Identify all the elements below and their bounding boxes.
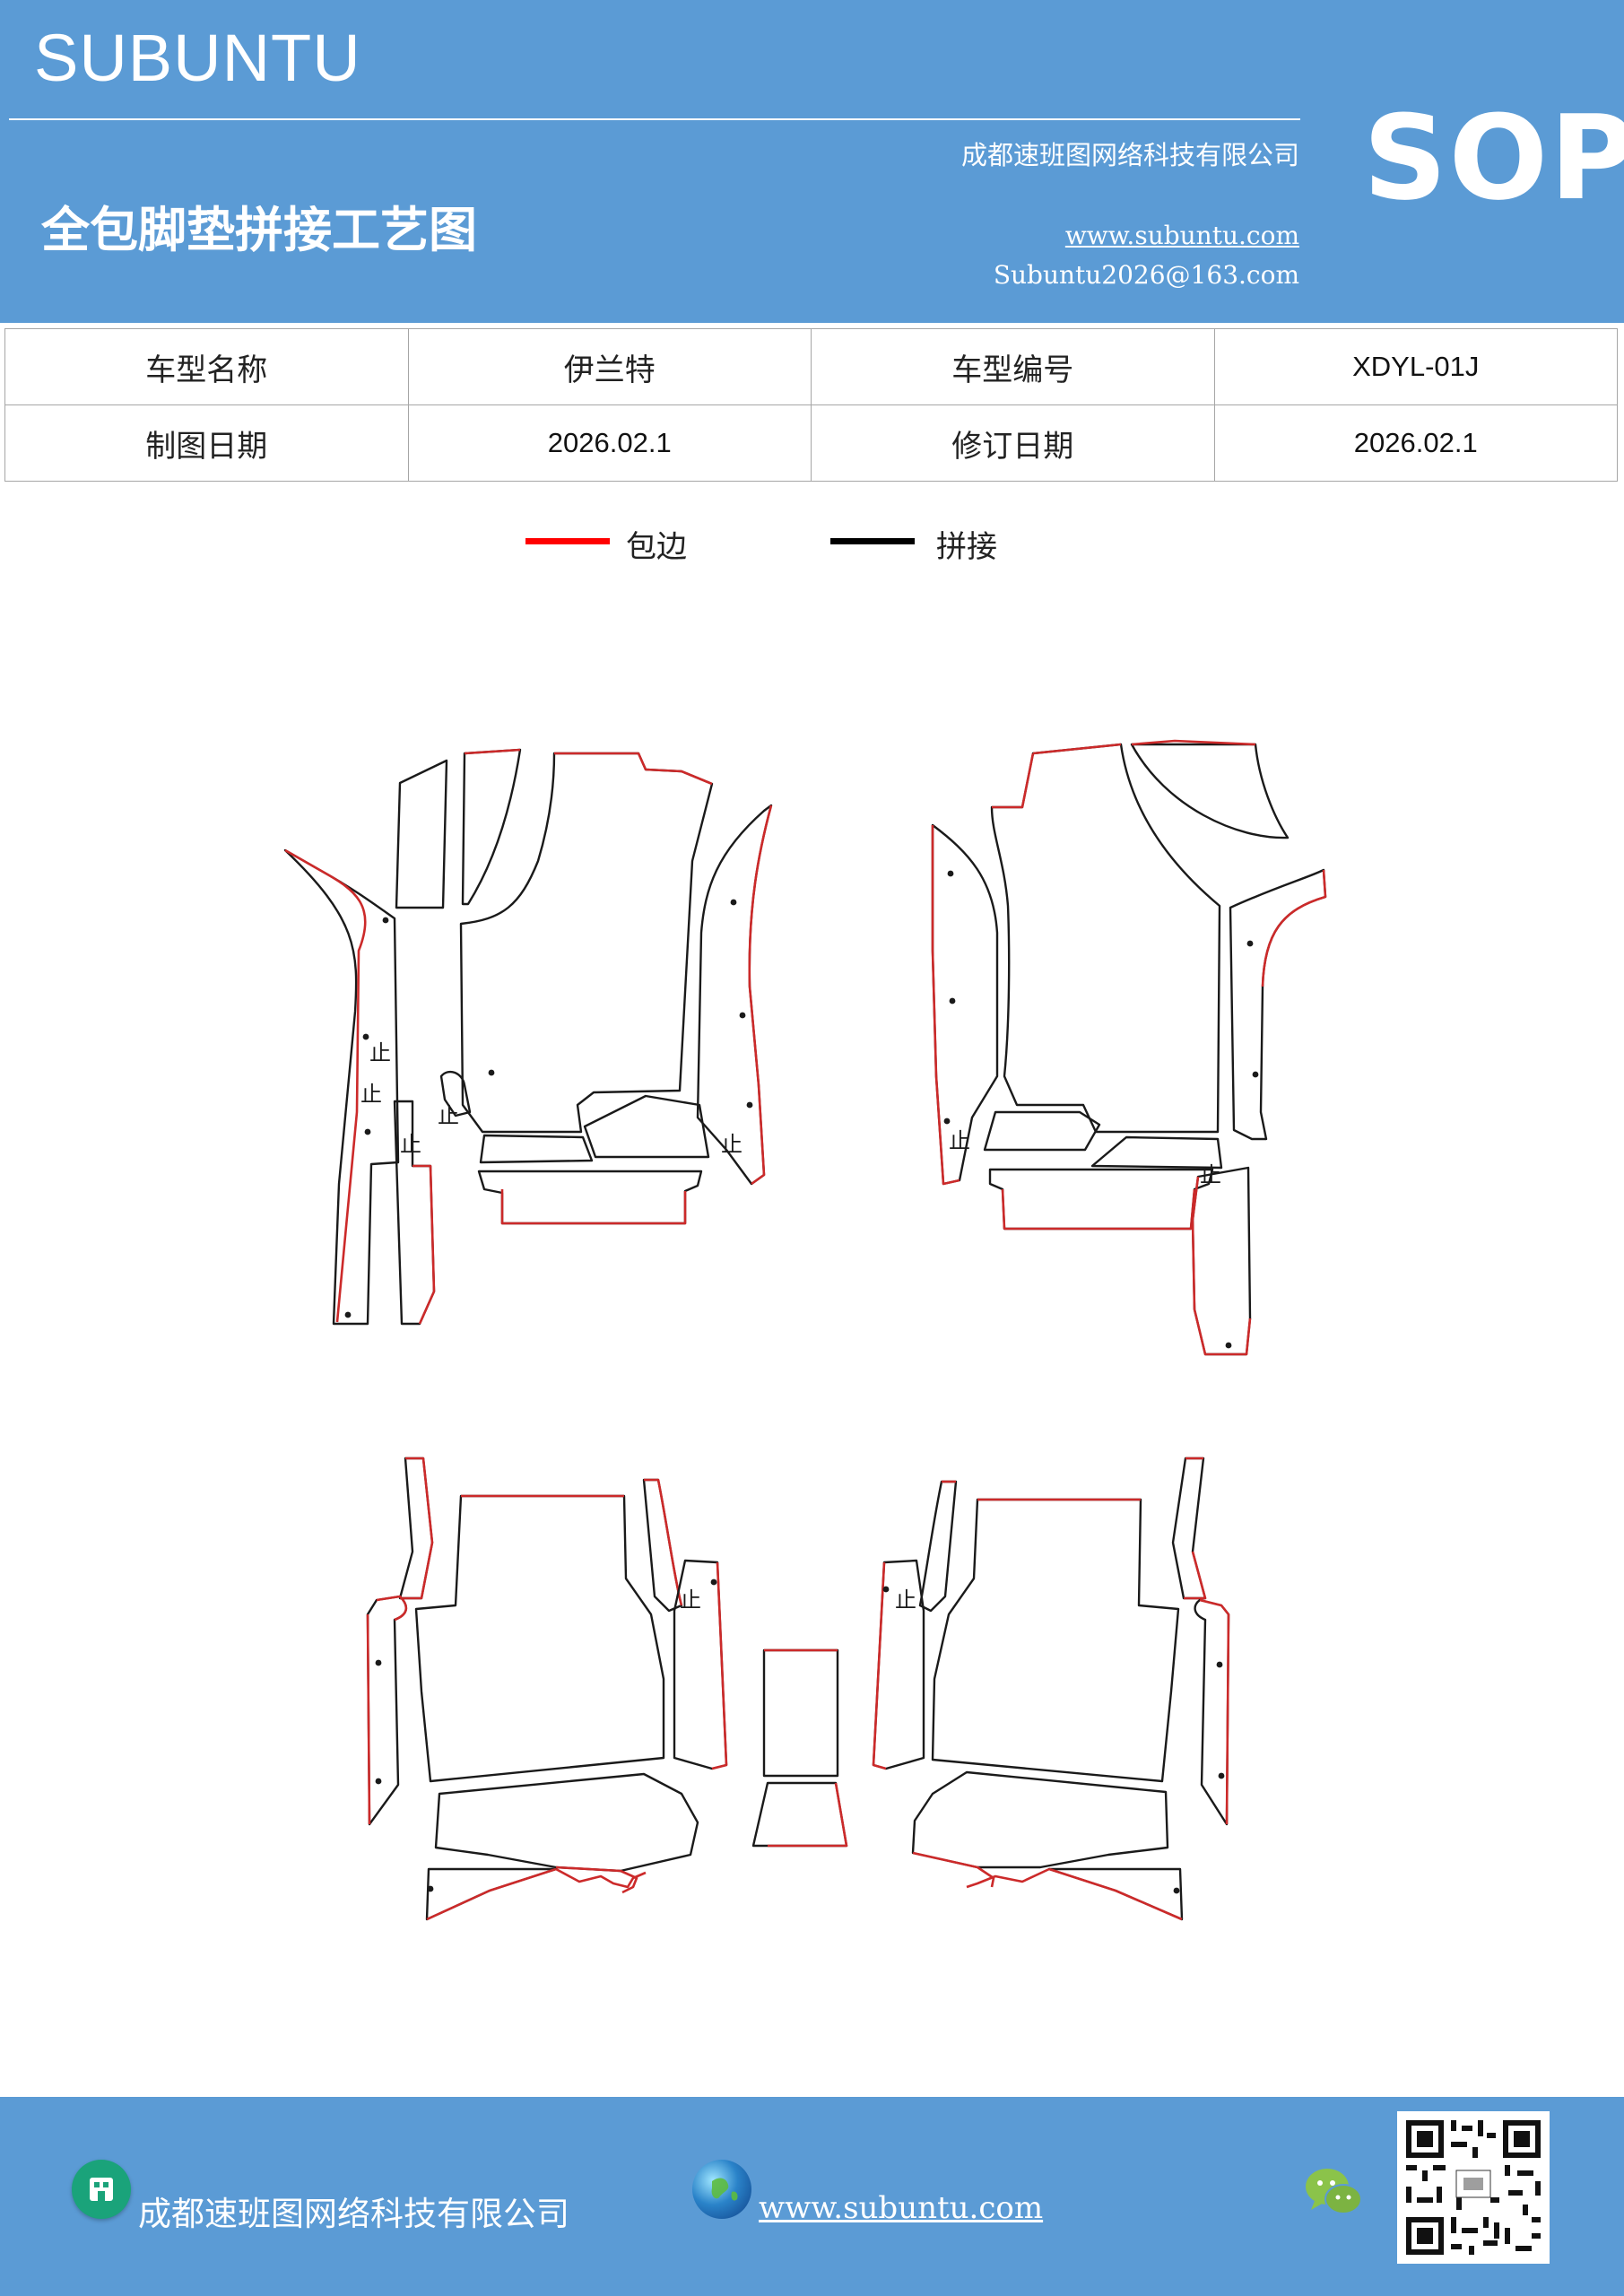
mounting-hole (362, 1033, 369, 1040)
mounting-hole (1246, 940, 1254, 947)
legend-seam-swatch (830, 538, 915, 544)
sop-badge: SOP (1363, 90, 1624, 226)
header-divider (9, 118, 1300, 120)
pattern-piece (1090, 1135, 1223, 1170)
pattern-piece (751, 1781, 848, 1848)
qr-code[interactable] (1397, 2111, 1550, 2264)
stop-mark: 止 (895, 1587, 916, 1613)
model-name-label: 车型名称 (4, 328, 409, 405)
stop-mark: 止 (949, 1128, 970, 1153)
pattern-piece (1191, 1166, 1252, 1356)
table-row: 车型名称 伊兰特 车型编号 XDYL-01J (4, 328, 1618, 405)
pattern-piece (434, 1772, 699, 1873)
pattern-piece (931, 1498, 1180, 1783)
pattern-piece (477, 1170, 703, 1225)
mounting-hole (943, 1118, 951, 1125)
pattern-piece (1130, 743, 1290, 839)
pattern-piece (414, 1494, 665, 1783)
mounting-hole (739, 1012, 746, 1019)
mounting-hole (382, 917, 389, 924)
mounting-hole (949, 997, 956, 1004)
brand-name: SUBUNTU (34, 21, 361, 95)
header-banner: SUBUNTU 成都速班图网络科技有限公司 全包脚垫拼接工艺图 www.subu… (0, 0, 1624, 323)
model-code-value: XDYL-01J (1213, 328, 1618, 405)
document-title: 全包脚垫拼接工艺图 (41, 201, 477, 258)
legend: 包边 拼接 (0, 520, 1624, 583)
mounting-hole (488, 1069, 495, 1076)
pattern-piece (990, 743, 1221, 1134)
legend-hem-label: 包边 (626, 529, 687, 565)
stop-mark: 止 (721, 1132, 743, 1157)
website-link[interactable]: www.subuntu.com (1064, 221, 1299, 250)
stop-mark: 止 (360, 1082, 382, 1107)
legend-seam-label: 拼接 (936, 529, 997, 565)
vehicle-info-table: 车型名称 伊兰特 车型编号 XDYL-01J 制图日期 2026.02.1 修订… (4, 328, 1618, 482)
pattern-piece (1194, 1598, 1230, 1826)
pattern-piece (395, 759, 448, 909)
mounting-hole (375, 1659, 382, 1666)
legend-hem-swatch (525, 538, 610, 544)
pattern-piece (398, 1457, 434, 1600)
mounting-hole (375, 1778, 382, 1785)
pattern-piece (988, 1168, 1214, 1231)
revise-date-label: 修订日期 (811, 404, 1215, 482)
model-name-value: 伊兰特 (407, 328, 812, 405)
pattern-piece (439, 1070, 472, 1118)
draw-date-value: 2026.02.1 (407, 404, 812, 482)
pattern-piece (366, 1595, 407, 1826)
pattern-piece (918, 1480, 958, 1613)
pattern-piece (461, 748, 522, 906)
stop-mark: 止 (369, 1040, 391, 1065)
stop-mark: 止 (438, 1103, 459, 1128)
footer-company-name: 成都速班图网络科技有限公司 (138, 2195, 569, 2233)
mounting-hole (344, 1311, 352, 1318)
pattern-piece (459, 752, 714, 1134)
company-name: 成都速班图网络科技有限公司 (960, 140, 1299, 170)
mounting-hole (730, 899, 737, 906)
pattern-piece (583, 1094, 710, 1159)
mounting-hole (1225, 1342, 1232, 1349)
mounting-hole (1252, 1071, 1259, 1078)
pattern-piece (283, 848, 400, 1326)
email-address: Subuntu2026@163.com (993, 260, 1299, 290)
pattern-piece (425, 1867, 558, 1921)
footer-banner: 成都速班图网络科技有限公司 www.subuntu.com (0, 2097, 1624, 2296)
mounting-hole (1218, 1772, 1225, 1779)
pattern-piece (1229, 868, 1327, 1141)
pattern-piece (911, 1770, 1169, 1869)
wechat-icon[interactable] (1302, 2163, 1367, 2221)
mounting-hole (427, 1885, 434, 1892)
mounting-hole (710, 1578, 717, 1586)
mounting-hole (1216, 1661, 1223, 1668)
pattern-piece (479, 1134, 594, 1164)
table-row: 制图日期 2026.02.1 修订日期 2026.02.1 (4, 404, 1618, 482)
mounting-hole (947, 870, 954, 877)
stop-mark: 止 (680, 1587, 701, 1613)
mounting-hole (364, 1128, 371, 1135)
footer-website-link[interactable]: www.subuntu.com (759, 2190, 1044, 2226)
revise-date-value: 2026.02.1 (1213, 404, 1618, 482)
pattern-piece (983, 1110, 1101, 1152)
globe-icon (692, 2160, 751, 2219)
mounting-hole (746, 1101, 753, 1109)
mounting-hole (1173, 1887, 1180, 1894)
pattern-piece (762, 1648, 839, 1778)
model-code-label: 车型编号 (811, 328, 1215, 405)
stop-mark: 止 (1200, 1162, 1221, 1187)
mounting-hole (882, 1586, 890, 1593)
floor-mat-pattern-drawing: 止 止 止 止 止 止 止 止 止 (283, 739, 1327, 1921)
stop-mark: 止 (400, 1132, 421, 1157)
building-icon (72, 2160, 131, 2219)
draw-date-label: 制图日期 (4, 404, 409, 482)
